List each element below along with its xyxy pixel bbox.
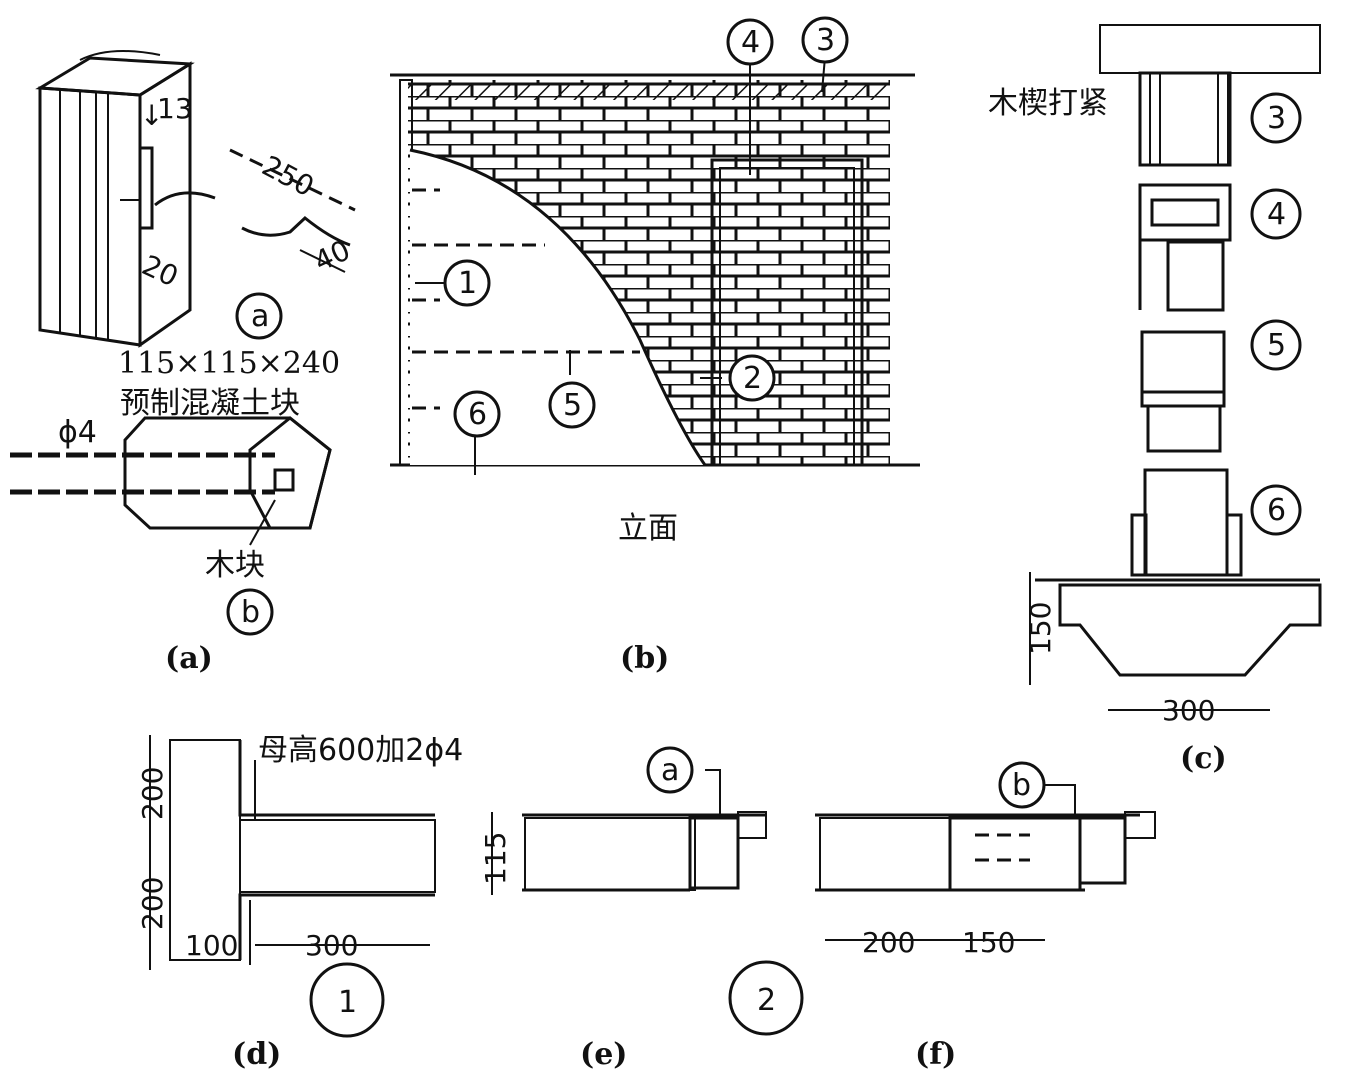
caption-a: (a) (165, 641, 213, 676)
dim-d-100: 100 (185, 929, 238, 962)
marker-d1: 1 (309, 962, 385, 1038)
svg-text:6: 6 (1267, 493, 1286, 528)
dim-d-300: 300 (305, 929, 358, 962)
precast-concrete-block (10, 416, 332, 530)
door-frame-post (35, 50, 216, 348)
block-name-label: 预制混凝土块 (120, 386, 300, 421)
caption-b: (b) (620, 641, 669, 676)
block-size-label: 115×115×240 (118, 346, 340, 381)
marker-3: 3 (801, 16, 849, 64)
dim-13-mark: ↓ (140, 99, 163, 132)
dim-250: 250 (257, 149, 320, 203)
marker-f-sub-b: b (998, 761, 1046, 809)
svg-text:3: 3 (1267, 101, 1286, 136)
marker-c3: 3 (1250, 92, 1302, 144)
svg-text:2: 2 (757, 983, 776, 1018)
sub-b-label: b (241, 595, 260, 630)
reinforcement-note: 母高600加2ϕ4 (258, 733, 463, 768)
detail-4 (1138, 183, 1232, 312)
panel-b: 4 3 1 2 5 6 立面 (b) (390, 16, 920, 676)
svg-text:5: 5 (563, 388, 582, 423)
caption-c: (c) (1180, 741, 1227, 776)
sub-a-label: a (251, 299, 269, 334)
svg-text:5: 5 (1267, 328, 1286, 363)
marker-1: 1 (443, 259, 491, 307)
marker-e-sub-a: a (646, 746, 694, 794)
marker-4: 4 (726, 18, 774, 66)
elevation-title: 立面 (618, 511, 678, 546)
svg-text:b: b (1012, 768, 1031, 803)
panel-f: b 200 150 (f) (815, 761, 1156, 1072)
caption-f: (f) (915, 1037, 956, 1072)
plaster-region (410, 150, 705, 465)
marker-2: 2 (728, 354, 776, 402)
detail-6 (1035, 468, 1322, 677)
marker-c6: 6 (1250, 484, 1302, 536)
svg-text:4: 4 (741, 25, 760, 60)
caption-e: (e) (580, 1037, 627, 1072)
dim-e-115: 115 (479, 832, 512, 885)
marker-c4: 4 (1250, 188, 1302, 240)
svg-text:1: 1 (338, 985, 357, 1020)
svg-text:2: 2 (743, 361, 762, 396)
sub-a-circle (235, 292, 283, 340)
svg-text:4: 4 (1267, 197, 1286, 232)
dim-40: 40 (309, 233, 355, 278)
dim-13: 13 (157, 92, 193, 125)
wood-block-label: 木块 (205, 548, 265, 583)
svg-text:a: a (661, 753, 679, 788)
panel-a: ↓ 13 20 250 40 a 115×115×240 预制混凝土块 ϕ4 木… (10, 50, 356, 676)
panel-c: 木楔打紧 3 4 5 (988, 24, 1322, 776)
marker-e2: 2 (728, 960, 804, 1036)
marker-5: 5 (548, 381, 596, 429)
wedge-note: 木楔打紧 (988, 86, 1108, 121)
detail-5 (1140, 330, 1226, 453)
svg-text:1: 1 (458, 266, 477, 301)
dim-f-150: 150 (962, 926, 1015, 959)
dim-f-200: 200 (862, 926, 915, 959)
bent-anchor-rebar (229, 148, 356, 273)
dim-20: 20 (137, 248, 183, 293)
panel-e: a 115 2 (e) (479, 746, 804, 1072)
caption-d: (d) (232, 1037, 281, 1072)
svg-text:6: 6 (468, 397, 487, 432)
dim-d-200-top: 200 (136, 767, 169, 820)
dim-d-200-bottom: 200 (136, 877, 169, 930)
dim-c-150: 150 (1024, 602, 1057, 655)
detail-3 (1099, 24, 1321, 167)
panel-d: 200 200 母高600加2ϕ4 100 300 1 (d) (136, 733, 463, 1072)
svg-text:3: 3 (816, 23, 835, 58)
rebar-phi4: ϕ4 (58, 415, 97, 450)
sub-b-circle (226, 588, 274, 636)
marker-c5: 5 (1250, 319, 1302, 371)
dim-c-300: 300 (1162, 694, 1215, 727)
marker-6: 6 (453, 390, 501, 438)
top-beam (408, 84, 890, 100)
